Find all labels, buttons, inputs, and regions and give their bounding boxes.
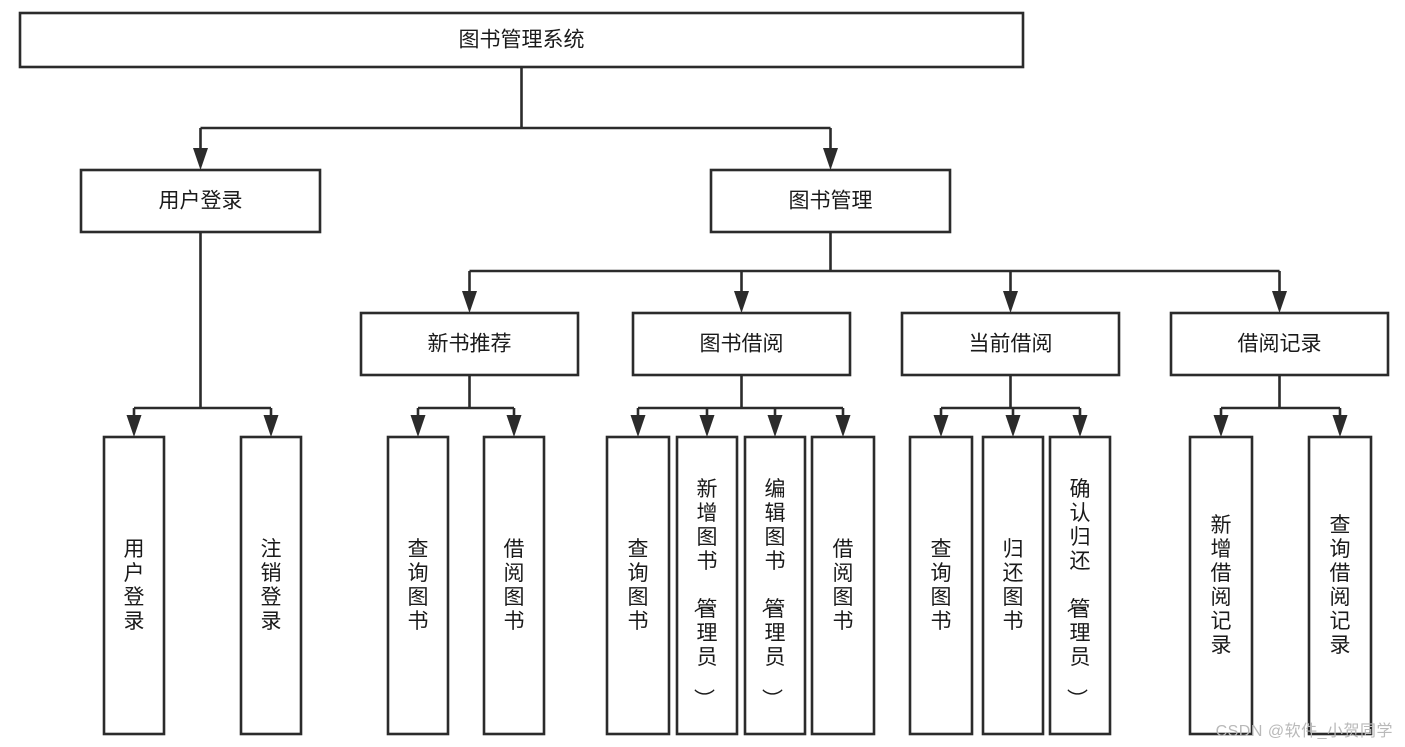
node-leaf-borrow-book-2[interactable]: 借阅图书	[810, 435, 876, 736]
node-box[interactable]	[1307, 435, 1373, 736]
node-label: 注销登录	[261, 538, 282, 633]
arrow-head-icon	[933, 415, 949, 437]
node-leaf-add-book[interactable]: 新增图书（管理员）	[675, 435, 739, 736]
arrow-head-icon	[1332, 415, 1348, 437]
connector-group	[1213, 375, 1348, 437]
arrow-head-icon	[699, 415, 715, 437]
node-box[interactable]	[386, 435, 450, 736]
node-box[interactable]	[810, 435, 876, 736]
arrow-head-icon	[506, 415, 522, 437]
arrow-head-icon	[1213, 415, 1229, 437]
node-borrow-records[interactable]: 借阅记录	[1169, 311, 1390, 377]
node-label: 查询图书	[408, 538, 429, 633]
node-user-login[interactable]: 用户登录	[79, 168, 322, 234]
node-label: 借阅图书	[833, 538, 854, 633]
arrow-head-icon	[193, 148, 208, 170]
arrow-head-icon	[767, 415, 783, 437]
node-book-management[interactable]: 图书管理	[709, 168, 952, 234]
node-leaf-query-record[interactable]: 查询借阅记录	[1307, 435, 1373, 736]
node-leaf-logout[interactable]: 注销登录	[239, 435, 303, 736]
node-label: 新增借阅记录	[1211, 514, 1232, 657]
node-label: 图书借阅	[700, 333, 784, 356]
arrow-head-icon	[126, 415, 142, 437]
node-label: 归还图书	[1003, 538, 1024, 633]
connector-group	[410, 375, 522, 437]
node-box[interactable]	[239, 435, 303, 736]
node-box[interactable]	[675, 435, 739, 736]
connector-group	[193, 67, 838, 170]
arrow-head-icon	[462, 291, 477, 313]
node-label: 新书推荐	[428, 333, 512, 356]
node-leaf-query-book-1[interactable]: 查询图书	[386, 435, 450, 736]
arrow-head-icon	[263, 415, 279, 437]
node-layer: 图书管理系统用户登录图书管理新书推荐图书借阅当前借阅借阅记录用户登录注销登录查询…	[18, 11, 1390, 736]
node-box[interactable]	[900, 311, 1121, 377]
node-box[interactable]	[79, 168, 322, 234]
node-label: 确认归还（管理员）	[1065, 478, 1091, 709]
node-leaf-add-record[interactable]: 新增借阅记录	[1188, 435, 1254, 736]
arrow-head-icon	[1005, 415, 1021, 437]
node-box[interactable]	[1048, 435, 1112, 736]
node-leaf-edit-book[interactable]: 编辑图书（管理员）	[743, 435, 807, 736]
node-label: 用户登录	[124, 538, 145, 633]
node-box[interactable]	[18, 11, 1025, 69]
node-box[interactable]	[605, 435, 671, 736]
node-new-book-recommend[interactable]: 新书推荐	[359, 311, 580, 377]
node-label: 借阅图书	[504, 538, 525, 633]
node-leaf-query-book-2[interactable]: 查询图书	[605, 435, 671, 736]
arrow-head-icon	[1072, 415, 1088, 437]
node-box[interactable]	[1188, 435, 1254, 736]
node-label: 图书管理	[789, 190, 873, 213]
arrow-head-icon	[410, 415, 426, 437]
connector-group	[126, 232, 279, 437]
arrow-head-icon	[630, 415, 646, 437]
arrow-head-icon	[835, 415, 851, 437]
node-box[interactable]	[1169, 311, 1390, 377]
node-label: 查询图书	[628, 538, 649, 633]
node-leaf-query-book-3[interactable]: 查询图书	[908, 435, 974, 736]
arrow-head-icon	[734, 291, 749, 313]
node-current-borrow[interactable]: 当前借阅	[900, 311, 1121, 377]
node-box[interactable]	[482, 435, 546, 736]
arrow-head-icon	[1003, 291, 1018, 313]
connector-group	[462, 232, 1287, 313]
node-leaf-user-login[interactable]: 用户登录	[102, 435, 166, 736]
node-box[interactable]	[709, 168, 952, 234]
node-leaf-return-book[interactable]: 归还图书	[981, 435, 1045, 736]
connector-group	[933, 375, 1088, 437]
node-label: 借阅记录	[1238, 333, 1322, 356]
node-label: 编辑图书（管理员）	[760, 478, 786, 709]
arrow-head-icon	[823, 148, 838, 170]
node-label: 用户登录	[159, 190, 243, 213]
arrow-head-icon	[1272, 291, 1287, 313]
node-box[interactable]	[359, 311, 580, 377]
node-leaf-confirm-return[interactable]: 确认归还（管理员）	[1048, 435, 1112, 736]
node-book-borrow[interactable]: 图书借阅	[631, 311, 852, 377]
node-label: 当前借阅	[969, 333, 1053, 356]
node-box[interactable]	[908, 435, 974, 736]
connector-group	[630, 375, 851, 437]
node-label: 图书管理系统	[459, 29, 585, 52]
node-box[interactable]	[631, 311, 852, 377]
node-box[interactable]	[743, 435, 807, 736]
connector-layer	[126, 67, 1348, 437]
node-box[interactable]	[981, 435, 1045, 736]
node-leaf-borrow-book-1[interactable]: 借阅图书	[482, 435, 546, 736]
node-root[interactable]: 图书管理系统	[18, 11, 1025, 69]
node-label: 查询图书	[931, 538, 952, 633]
node-box[interactable]	[102, 435, 166, 736]
node-label: 查询借阅记录	[1330, 514, 1351, 657]
node-label: 新增图书（管理员）	[692, 478, 718, 709]
